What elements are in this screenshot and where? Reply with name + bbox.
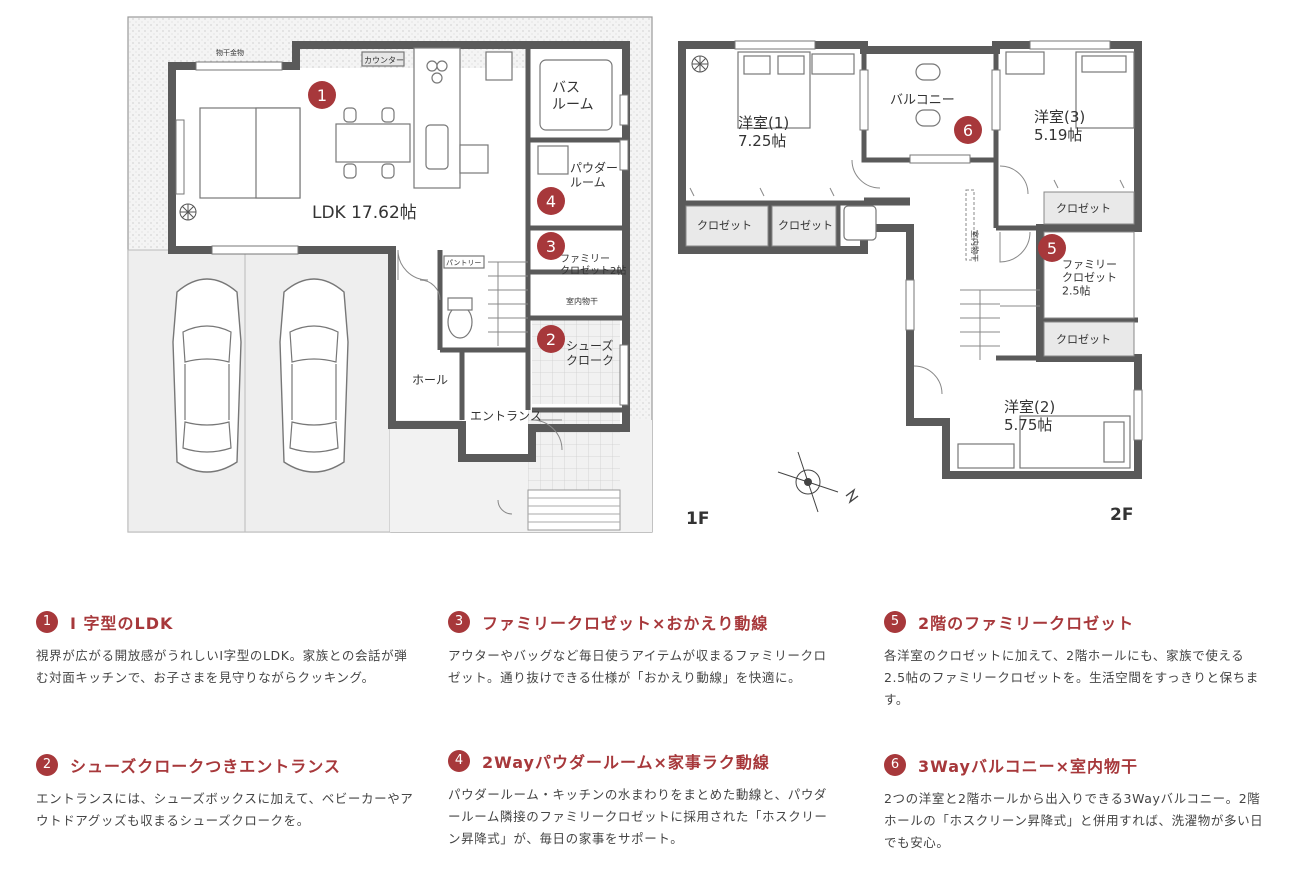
svg-text:2: 2	[546, 330, 556, 349]
floor-plan-2f: 洋室(1)7.25帖 洋室(3)5.19帖 洋室(2)5.75帖 バルコニー ク…	[678, 40, 1143, 525]
floor-label-1f: 1F	[686, 509, 709, 529]
feature-text: 視界が広がる開放感がうれしいI字型のLDK。家族との会話が弾む対面キッチンで、お…	[36, 648, 408, 685]
room-label-family-closet: ファミリークロゼット2帖	[560, 254, 626, 277]
marker-4: 4	[537, 187, 565, 215]
label-closet: クロゼット	[697, 219, 752, 232]
floor-plan-1f: LDK 17.62帖 カウンター 物干金物 バスルーム パウダールーム ファミリ…	[127, 16, 709, 533]
svg-text:5: 5	[1047, 239, 1057, 258]
feature-text: パウダールーム・キッチンの水まわりをまとめた動線と、パウダールーム隣接のファミリ…	[448, 787, 828, 846]
svg-text:6: 6	[963, 121, 973, 140]
feature-6: 6 3Wayバルコニー×室内物干 2つの洋室と2階ホールから出入りできる3Wayバ…	[884, 752, 1264, 854]
svg-text:1: 1	[317, 86, 327, 105]
parked-car	[172, 278, 242, 473]
svg-text:3: 3	[546, 237, 556, 256]
room-label-shoes-cloak: シューズクローク	[566, 338, 614, 367]
feature-number: 4	[448, 750, 470, 772]
feature-title: 2Wayパウダールーム×家事ラク動線	[482, 753, 770, 772]
label-closet: クロゼット	[778, 219, 833, 232]
svg-text:4: 4	[546, 192, 556, 211]
label-drying-hardware: 物干金物	[216, 48, 244, 57]
feature-2: 2 シューズクロークつきエントランス エントランスには、シューズボックスに加えて、…	[36, 752, 416, 832]
room-label-room3: 洋室(3)5.19帖	[1034, 108, 1085, 144]
room-label-ldk: LDK 17.62帖	[312, 203, 417, 223]
floor-label-2f: 2F	[1110, 505, 1133, 525]
feature-text: 2つの洋室と2階ホールから出入りできる3Wayバルコニー。2階ホールの「ホスクリ…	[884, 791, 1264, 850]
room-label-room1: 洋室(1)7.25帖	[738, 114, 789, 150]
floor-plans: LDK 17.62帖 カウンター 物干金物 バスルーム パウダールーム ファミリ…	[127, 16, 1143, 533]
feature-1: 1 I 字型のLDK 視界が広がる開放感がうれしいI字型のLDK。家族との会話が弾…	[36, 609, 416, 689]
marker-2: 2	[537, 325, 565, 353]
feature-5: 5 2階のファミリークロゼット 各洋室のクロゼットに加えて、2階ホールにも、家族で…	[884, 609, 1264, 711]
label-pantry: パントリー	[446, 259, 481, 267]
compass-icon	[777, 451, 859, 513]
label-counter: カウンター	[364, 56, 404, 65]
feature-text: エントランスには、シューズボックスに加えて、ベビーカーやアウトドアグッズも収まる…	[36, 791, 414, 828]
feature-text: 各洋室のクロゼットに加えて、2階ホールにも、家族で使える2.5帖のファミリークロ…	[884, 648, 1259, 707]
room-label-powder: パウダールーム	[570, 160, 618, 189]
marker-5: 5	[1038, 234, 1066, 262]
plant-icon	[691, 55, 709, 73]
room-label-balcony: バルコニー	[890, 93, 955, 108]
feature-title: 2階のファミリークロゼット	[918, 614, 1135, 633]
parked-car	[279, 278, 349, 473]
feature-3: 3 ファミリークロゼット×おかえり動線 アウターやバッグなど毎日使うアイテムが収ま…	[448, 609, 828, 689]
feature-title: 3Wayバルコニー×室内物干	[918, 757, 1139, 776]
feature-number: 2	[36, 754, 58, 776]
feature-4: 4 2Wayパウダールーム×家事ラク動線 パウダールーム・キッチンの水まわりをまと…	[448, 748, 828, 850]
label-closet: クロゼット	[1056, 333, 1111, 346]
feature-number: 5	[884, 611, 906, 633]
room-label-room2: 洋室(2)5.75帖	[1004, 398, 1055, 434]
label-closet: クロゼット	[1056, 202, 1111, 215]
marker-6: 6	[954, 116, 982, 144]
feature-title: シューズクロークつきエントランス	[70, 757, 341, 776]
feature-title: ファミリークロゼット×おかえり動線	[482, 614, 769, 633]
feature-number: 3	[448, 611, 470, 633]
room-label-hall: ホール	[412, 373, 448, 387]
feature-title: I 字型のLDK	[70, 614, 174, 633]
marker-3: 3	[537, 232, 565, 260]
room-label-entrance: エントランス	[470, 409, 542, 423]
feature-number: 6	[884, 754, 906, 776]
feature-number: 1	[36, 611, 58, 633]
marker-1: 1	[308, 81, 336, 109]
label-indoor-drying: 室内物干	[566, 296, 598, 306]
room-label-bath: バスルーム	[552, 80, 594, 113]
plant-icon	[179, 203, 197, 221]
feature-text: アウターやバッグなど毎日使うアイテムが収まるファミリークロゼット。通り抜けできる…	[448, 648, 827, 685]
label-indoor-drying-2f: 室内物干	[970, 230, 980, 262]
